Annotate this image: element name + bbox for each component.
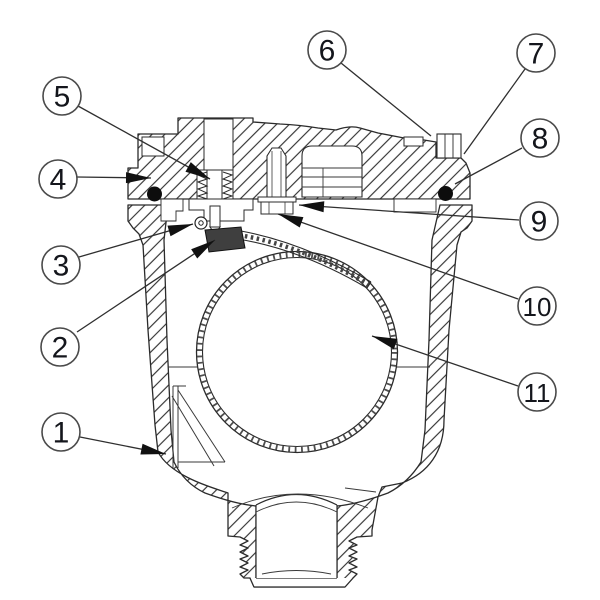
seat-plate (188, 198, 254, 222)
balloon-circle-8 (520, 118, 560, 158)
internal-chamber (301, 145, 363, 198)
balloon-number-7: 7 (528, 38, 545, 71)
balloon-circle-7 (516, 33, 556, 73)
balloon-number-4: 4 (50, 164, 67, 197)
leader-arrowhead-2 (191, 240, 215, 259)
balloon-circle-2 (40, 327, 80, 367)
leader-arrowhead-10 (278, 214, 304, 228)
leader-arrowhead-11 (372, 336, 398, 350)
callout-4: 4 (38, 159, 152, 199)
leader-line-6 (340, 62, 432, 137)
pivot-pin (194, 216, 208, 230)
balloon-number-8: 8 (532, 123, 549, 156)
cover-bolt (403, 133, 462, 159)
inlet-bore (231, 487, 377, 578)
balloon-number-11: 11 (524, 378, 551, 408)
balloon-number-3: 3 (53, 250, 70, 283)
balloon-circle-4 (38, 159, 78, 199)
leader-arrowhead-9 (299, 201, 325, 213)
valve-body-section (127, 204, 473, 588)
callout-7: 7 (463, 33, 556, 155)
vent-outlet-slot (203, 118, 234, 171)
leader-line-11 (371, 335, 519, 387)
joint-lip-right (393, 198, 437, 213)
support-rib (171, 385, 226, 468)
float-ball (195, 250, 399, 454)
o-ring-left (147, 186, 162, 202)
cover-hatched-body (127, 117, 471, 200)
leader-line-8 (454, 147, 523, 185)
body-hatched-wall (127, 204, 473, 588)
balloon-circle-3 (41, 245, 81, 285)
cover-side-port (141, 136, 165, 157)
balloon-number-1: 1 (53, 417, 70, 450)
balloon-circle-1 (41, 412, 81, 452)
valve-cover-section (127, 117, 471, 222)
orifice-bolt-assembly (257, 147, 297, 215)
balloon-circle-11 (517, 372, 557, 412)
balloon-number-9: 9 (531, 206, 548, 239)
balloon-number-2: 2 (52, 332, 69, 365)
callout-2: 2 (40, 239, 216, 367)
balloon-circle-6 (307, 30, 347, 70)
balloon-number-10: 10 (523, 292, 552, 322)
callout-1: 1 (41, 412, 167, 455)
callout-11: 11 (371, 335, 557, 412)
o-ring-seals (147, 186, 453, 202)
balloon-number-6: 6 (319, 35, 336, 68)
callout-3: 3 (41, 223, 194, 285)
balloon-circle-10 (517, 286, 557, 326)
thread-runout-band (250, 578, 353, 587)
leader-arrowhead-5 (185, 162, 210, 179)
leader-line-2 (76, 239, 216, 333)
lever-arm (237, 230, 372, 289)
bottom-edge-lines (249, 577, 354, 588)
o-ring-right (438, 186, 453, 201)
leader-line-10 (277, 213, 519, 300)
balloon-circle-5 (42, 76, 82, 116)
joint-lip-left (160, 198, 184, 222)
callout-10: 10 (277, 213, 557, 326)
balloon-circle-9 (519, 201, 559, 241)
callout-6: 6 (307, 30, 432, 137)
lever-mechanism (188, 198, 372, 289)
callout-layer: 1 2 3 4 5 6 7 8 9 10 11 (38, 30, 560, 455)
leader-arrowhead-3 (167, 224, 193, 237)
leader-line-5 (77, 105, 211, 180)
leader-arrowhead-4 (125, 172, 151, 184)
callout-5: 5 (42, 76, 211, 180)
balloon-number-5: 5 (54, 81, 71, 114)
callout-8: 8 (454, 118, 560, 185)
leader-line-9 (298, 204, 520, 221)
leader-line-7 (463, 68, 526, 155)
rubber-seal-block (204, 226, 246, 253)
leader-arrowhead-1 (140, 443, 166, 455)
callout-9: 9 (298, 201, 559, 241)
